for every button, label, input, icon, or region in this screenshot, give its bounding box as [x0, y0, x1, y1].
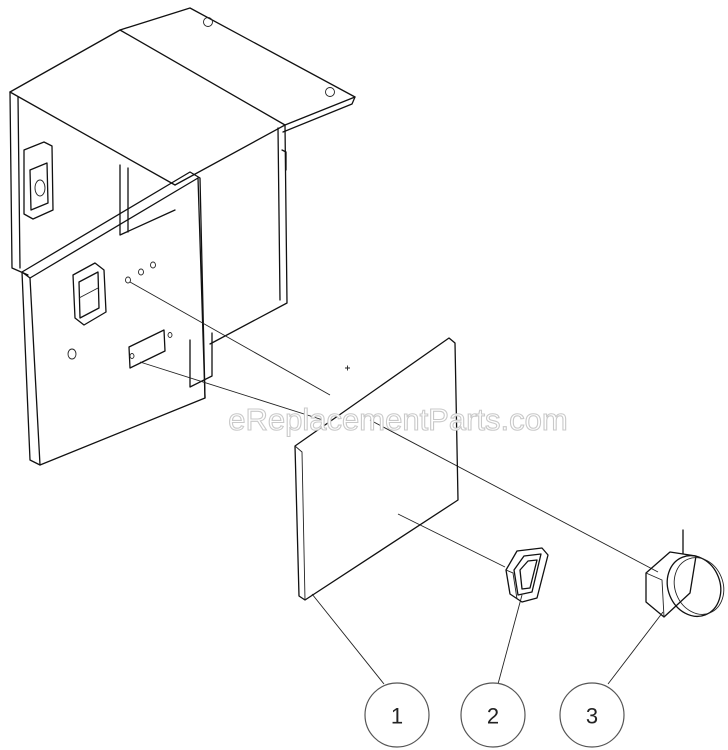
callout-1[interactable]: 1 — [364, 682, 430, 748]
side-latch — [23, 141, 54, 220]
callout-1-label: 1 — [391, 704, 403, 729]
mounting-hole — [203, 17, 213, 27]
switch-cutout — [128, 329, 166, 369]
callout-3-label: 3 — [586, 704, 598, 729]
callout-3[interactable]: 3 — [559, 682, 625, 748]
watermark-text: eReplacementParts.com — [228, 402, 567, 437]
callout-2-label: 2 — [487, 704, 499, 729]
alignment-lines — [129, 281, 659, 573]
callout-2[interactable]: 2 — [460, 682, 526, 748]
mounting-hole — [325, 87, 335, 97]
front-control-panel — [21, 171, 206, 466]
panel-overlay-label — [294, 337, 459, 601]
thermostat-knob — [645, 529, 725, 618]
callout-leaders — [311, 593, 664, 685]
rocker-switch — [505, 547, 549, 603]
panel-rocker-switch — [72, 262, 107, 326]
enclosure-housing — [9, 7, 356, 388]
